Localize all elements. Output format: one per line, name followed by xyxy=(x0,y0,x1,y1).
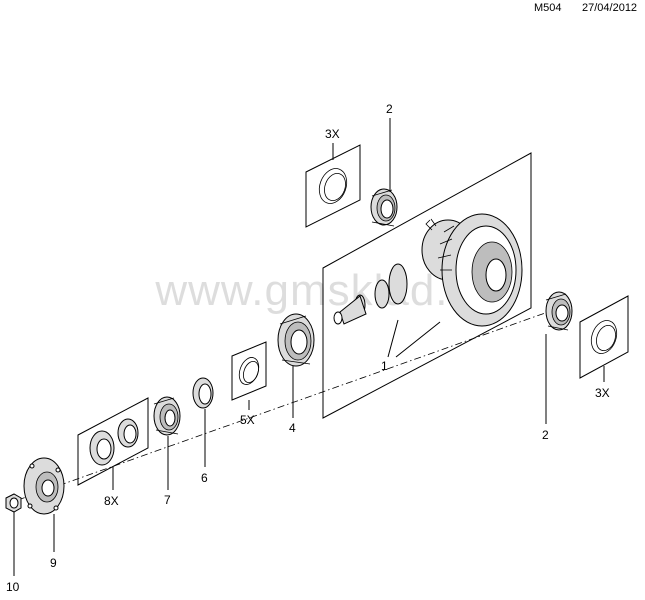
bearing-7 xyxy=(153,396,181,436)
callout-2-top: 2 xyxy=(386,102,393,116)
seal-6 xyxy=(192,377,214,409)
flange-9 xyxy=(23,457,65,515)
callout-4: 4 xyxy=(289,421,296,435)
callout-10: 10 xyxy=(6,580,20,594)
callout-3x-right: 3X xyxy=(595,386,610,400)
callout-1: 1 xyxy=(381,359,388,373)
shim-panel-right xyxy=(579,295,629,379)
callout-5x: 5X xyxy=(240,413,255,427)
shim-panel-5x xyxy=(231,341,267,401)
bearing-2-top xyxy=(370,188,398,227)
shim-panel-top xyxy=(305,144,361,228)
callout-leader-1 xyxy=(387,319,441,358)
nut-10 xyxy=(5,493,22,513)
ring-gear-pinion xyxy=(333,213,523,327)
callout-6: 6 xyxy=(201,471,208,485)
callout-3x-top: 3X xyxy=(325,127,340,141)
callout-7: 7 xyxy=(164,493,171,507)
bearing-2-right xyxy=(545,291,573,331)
callout-8x: 8X xyxy=(104,494,119,508)
spacer-set-8x xyxy=(89,418,139,466)
bearing-4 xyxy=(277,313,315,367)
spacer-panel-8x xyxy=(77,397,149,486)
callout-2-right: 2 xyxy=(542,428,549,442)
callout-9: 9 xyxy=(50,556,57,570)
diagram-code: M504 xyxy=(534,2,562,14)
diagram-date: 27/04/2012 xyxy=(582,2,638,14)
assembly-panel-1 xyxy=(322,152,532,419)
assembly-axis xyxy=(17,311,549,501)
